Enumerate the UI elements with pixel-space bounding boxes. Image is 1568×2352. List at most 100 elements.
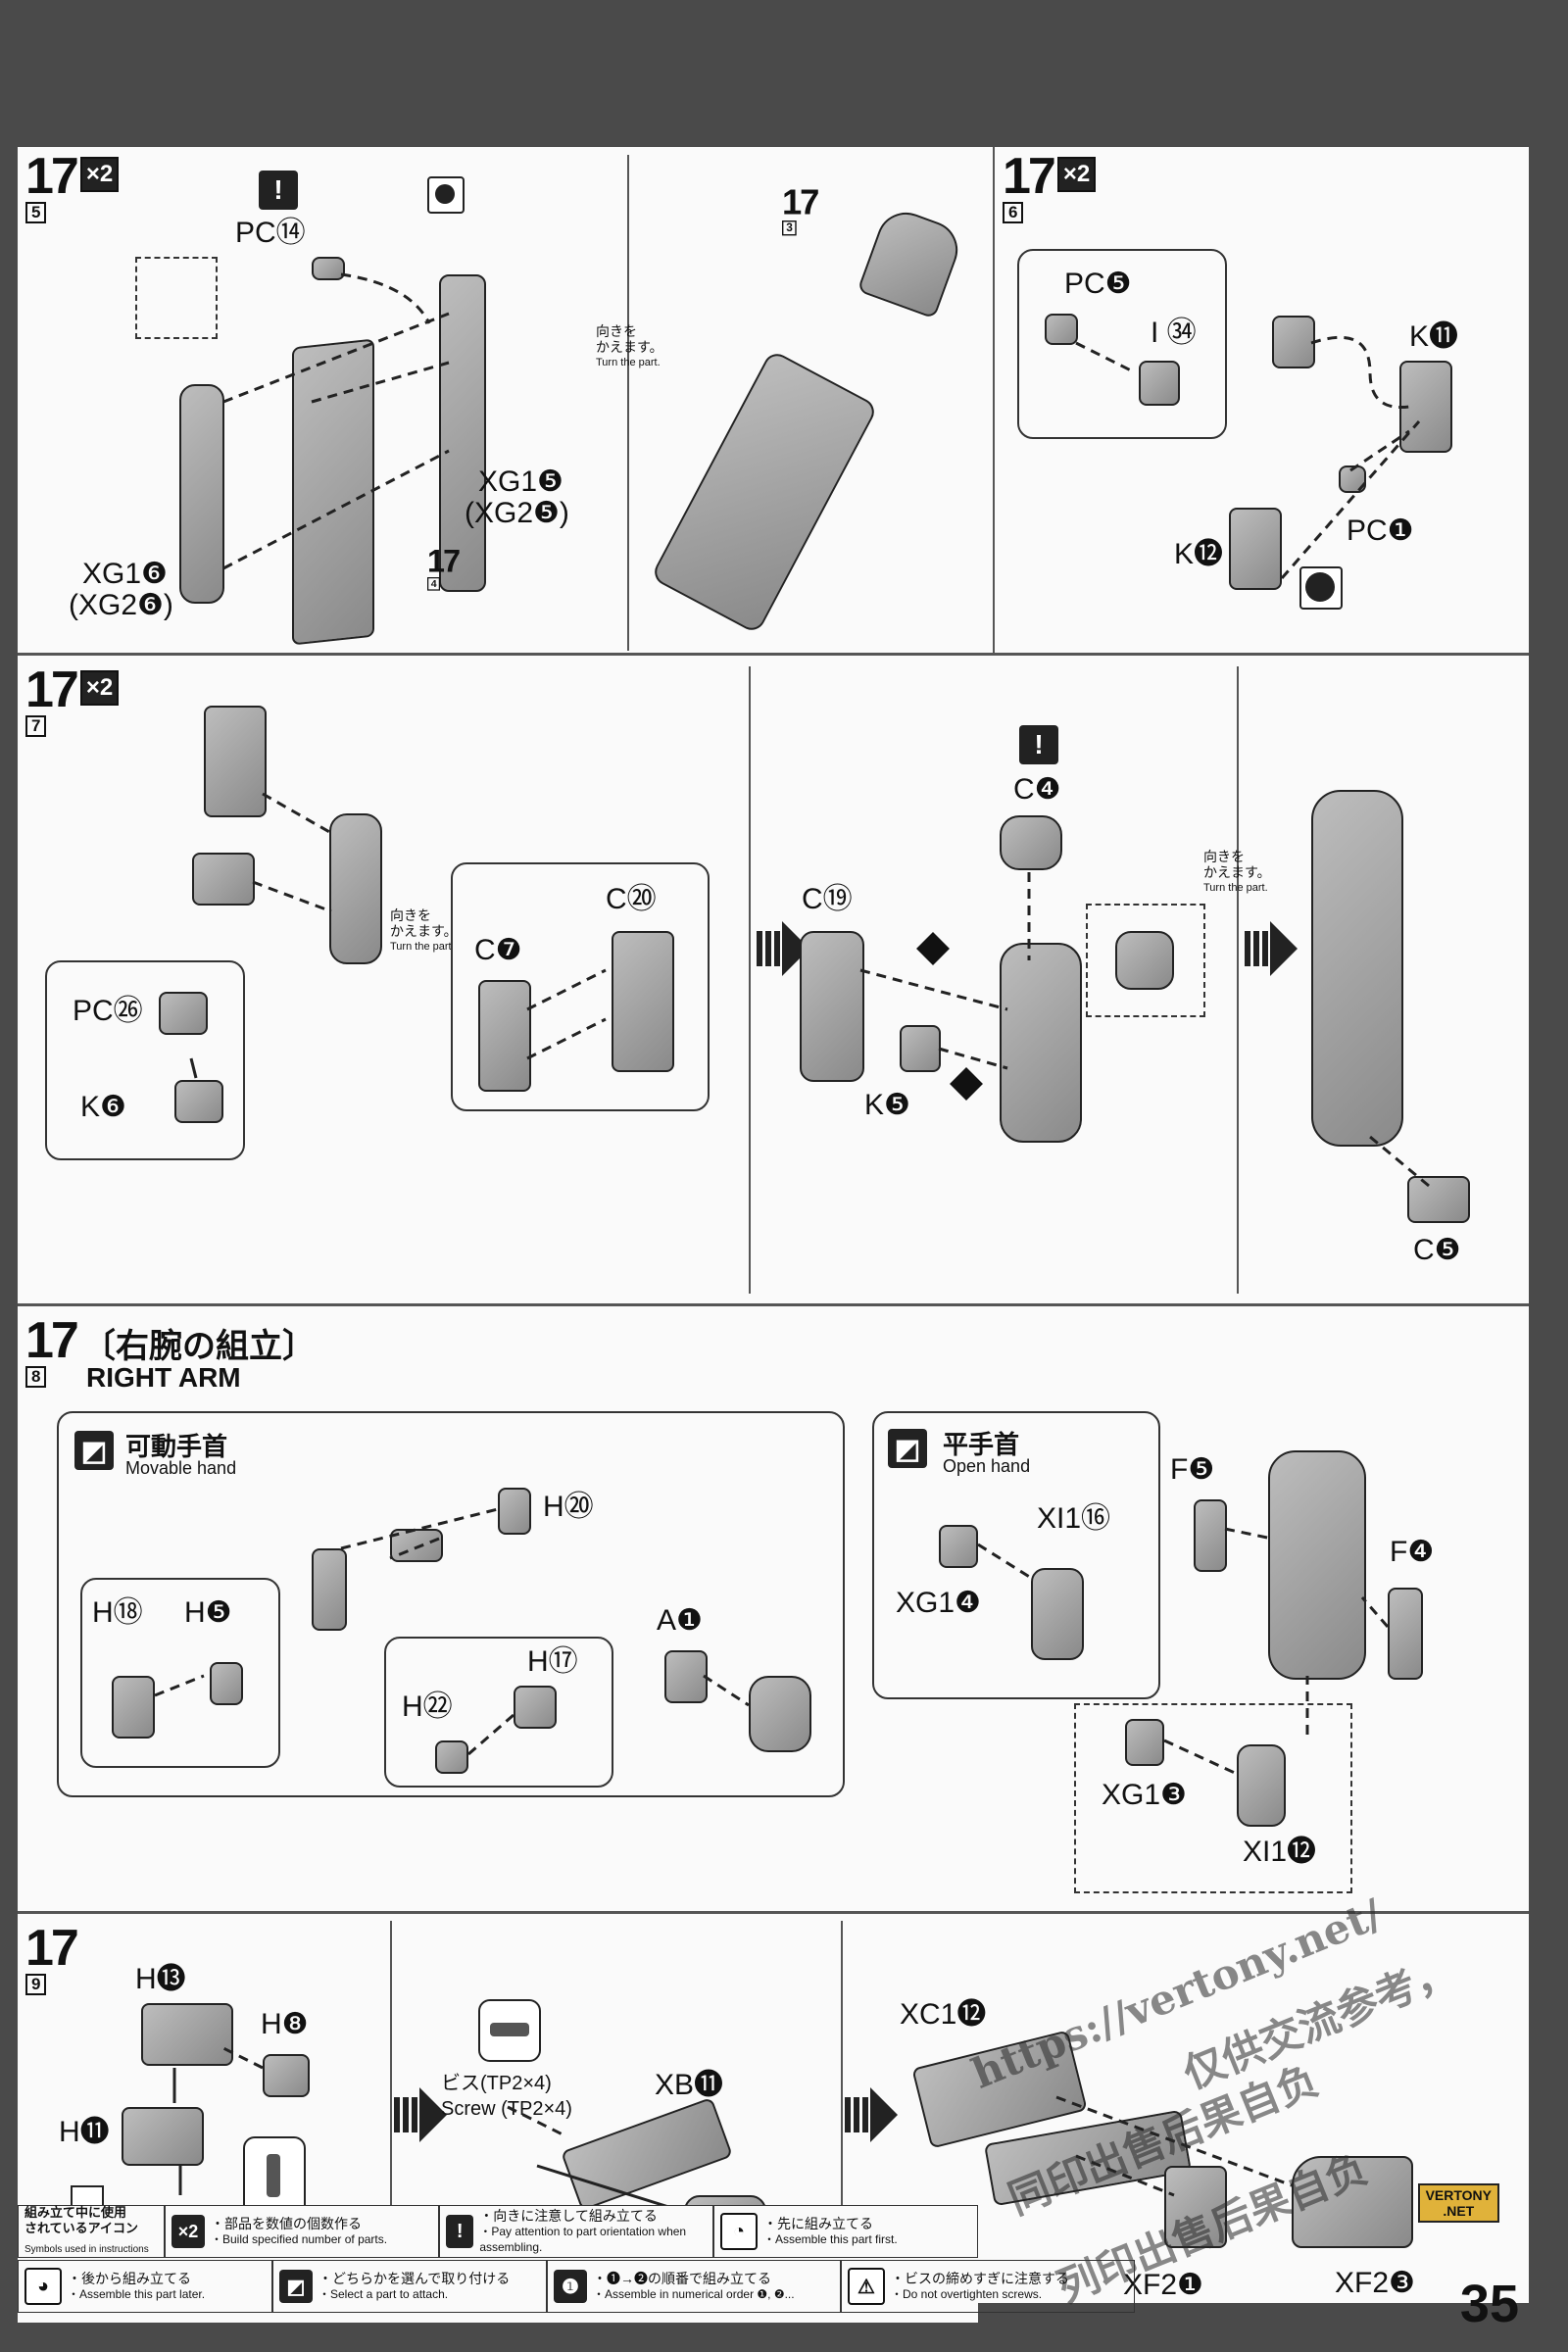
label-c5: C❺ <box>1413 1234 1461 1266</box>
legend-ja: ・部品を数値の個数作る <box>211 2216 362 2231</box>
label-h11: H⓫ <box>59 2116 110 2148</box>
step-17-8-header: 17 8 <box>25 1315 79 1388</box>
part-i34-assembled <box>1272 316 1315 368</box>
legend-en: ・Pay attention to part orientation when … <box>479 2225 687 2254</box>
part-upper-joint <box>204 706 267 817</box>
label-xg26: (XG2❻) <box>69 589 173 621</box>
label-f4: F❹ <box>1390 1536 1435 1568</box>
label-h20: H⑳ <box>543 1491 594 1523</box>
divider <box>749 666 751 1294</box>
legend-ja: ・向きに注意して組み立てる <box>479 2208 658 2224</box>
turn-note-en: Turn the part. <box>1203 882 1268 894</box>
label-xi116: XI1⑯ <box>1037 1502 1111 1535</box>
legend-item-screw: ⚠ ・ビスの締めすぎに注意する・Do not overtighten screw… <box>841 2260 1135 2313</box>
label-k12: K⓬ <box>1174 538 1224 570</box>
legend-en: ・Assemble this part first. <box>763 2232 898 2246</box>
step-17-9-arrows <box>172 2046 1293 2217</box>
part-xf21 <box>1164 2166 1227 2248</box>
step-number: 17 <box>25 1920 79 1977</box>
turn-note-3: 向きを かえます。 Turn the part. <box>1203 849 1271 896</box>
legend-item-select: ◩ ・どちらかを選んで取り付ける・Select a part to attach… <box>272 2260 547 2313</box>
part-xg13 <box>1125 1719 1164 1766</box>
attention-icon: ! <box>1019 725 1058 764</box>
part-pc26 <box>159 992 208 1035</box>
turn-note-ja: 向きを かえます。 <box>390 907 458 939</box>
step-sub: 8 <box>25 1366 47 1388</box>
label-a1: A❶ <box>657 1604 703 1637</box>
part-c4 <box>1000 815 1062 870</box>
label-c20: C⑳ <box>606 883 657 915</box>
part-k6 <box>174 1080 223 1123</box>
legend-ja: ・どちらかを選んで取り付ける <box>318 2271 511 2286</box>
movable-hand-subtitle: Movable hand <box>125 1458 237 1478</box>
label-i34: I ㉞ <box>1151 317 1197 349</box>
legend-en: ・Build specified number of parts. <box>211 2232 388 2246</box>
legend-item-first: ◔ ・先に組み立てる・Assemble this part first. <box>713 2205 978 2258</box>
step-sub: 7 <box>25 715 47 737</box>
symbol-legend: 組み立て中に使用 されているアイコン Symbols used in instr… <box>18 2205 1135 2323</box>
xg13-detail-box <box>1074 1703 1352 1893</box>
label-xg13: XG1❸ <box>1102 1779 1187 1811</box>
section-title-ja: 〔右腕の組立〕 <box>82 1328 316 1365</box>
label-xc112: XC1⓬ <box>900 1998 987 2031</box>
divider <box>993 147 995 657</box>
next-arrow <box>1245 921 1298 976</box>
row-divider <box>18 1303 1529 1309</box>
label-xb11: XB⓫ <box>655 2069 724 2101</box>
label-pc1: PC❶ <box>1347 514 1414 547</box>
label-h5: H❺ <box>184 1596 232 1629</box>
step-number: 17 <box>1003 148 1056 205</box>
ref-step-sub: 3 <box>782 220 798 236</box>
divider <box>390 1921 392 2303</box>
multiply-icon: ×2 <box>172 2215 205 2248</box>
ref-step-sub: 4 <box>427 577 441 591</box>
label-k6: K❻ <box>80 1091 126 1123</box>
turn-note-1: 向きを かえます。 Turn the part. <box>596 323 663 370</box>
row-divider <box>18 653 1529 659</box>
pc26-bubble <box>45 960 245 1160</box>
ref-step-num: 17 <box>427 543 461 579</box>
row-divider <box>18 1911 1529 1917</box>
legend-title: 組み立て中に使用 されているアイコン Symbols used in instr… <box>18 2205 165 2258</box>
select-part-icon: ◩ <box>279 2270 313 2303</box>
assemble-first-icon <box>427 176 465 214</box>
part-c4-detail <box>1115 931 1174 990</box>
page-number: 35 <box>1459 2275 1519 2333</box>
label-pc5: PC❺ <box>1064 268 1132 300</box>
label-h13: H⓭ <box>135 1963 186 1995</box>
turn-note-2: 向きを かえます。 Turn the part. <box>390 907 458 955</box>
assemble-first-icon: ◔ <box>720 2213 758 2250</box>
label-pc26: PC㉖ <box>73 995 143 1027</box>
multiply-icon: ×2 <box>79 670 120 706</box>
label-xg25: (XG2❺) <box>465 497 569 529</box>
legend-en: ・Assemble this part later. <box>68 2287 206 2301</box>
part-h11 <box>122 2107 204 2166</box>
attention-icon: ! <box>446 2215 474 2248</box>
divider <box>841 1921 843 2303</box>
select-part-icon: ◩ <box>888 1429 927 1468</box>
step-number: 17 <box>25 148 79 205</box>
step-sub: 6 <box>1003 202 1024 223</box>
ref-step-num: 17 <box>782 182 819 223</box>
step-17-5-header: 17 ×2 5 <box>25 148 120 223</box>
label-h17: H⑰ <box>527 1645 578 1678</box>
ref-step-17-3: 17 3 <box>782 182 819 236</box>
label-c7: C❼ <box>474 934 522 966</box>
open-hand-title: 平手首 <box>943 1430 1020 1459</box>
legend-title-en: Symbols used in instructions <box>24 2244 149 2255</box>
part-c7 <box>478 980 531 1092</box>
part-xg15 <box>439 274 486 592</box>
next-arrow <box>845 2087 898 2142</box>
label-xg16: XG1❻ <box>82 558 168 590</box>
step-17-7-header: 17 ×2 7 <box>25 664 120 737</box>
screw-label-ja-2: ビス(TP2×4) <box>441 2073 552 2094</box>
step-17-7-arrows <box>189 792 1430 1188</box>
part-h18 <box>112 1676 155 1739</box>
turn-note-en: Turn the part. <box>390 941 455 953</box>
part-forearm-armor <box>1268 1450 1366 1680</box>
vertony-badge: VERTONY .NET <box>1417 2183 1499 2223</box>
label-f5: F❺ <box>1170 1453 1215 1486</box>
multiply-icon: ×2 <box>79 157 120 192</box>
label-xg15: XG1❺ <box>478 466 564 498</box>
legend-item-attention: ! ・向きに注意して組み立てる・Pay attention to part or… <box>439 2205 713 2258</box>
